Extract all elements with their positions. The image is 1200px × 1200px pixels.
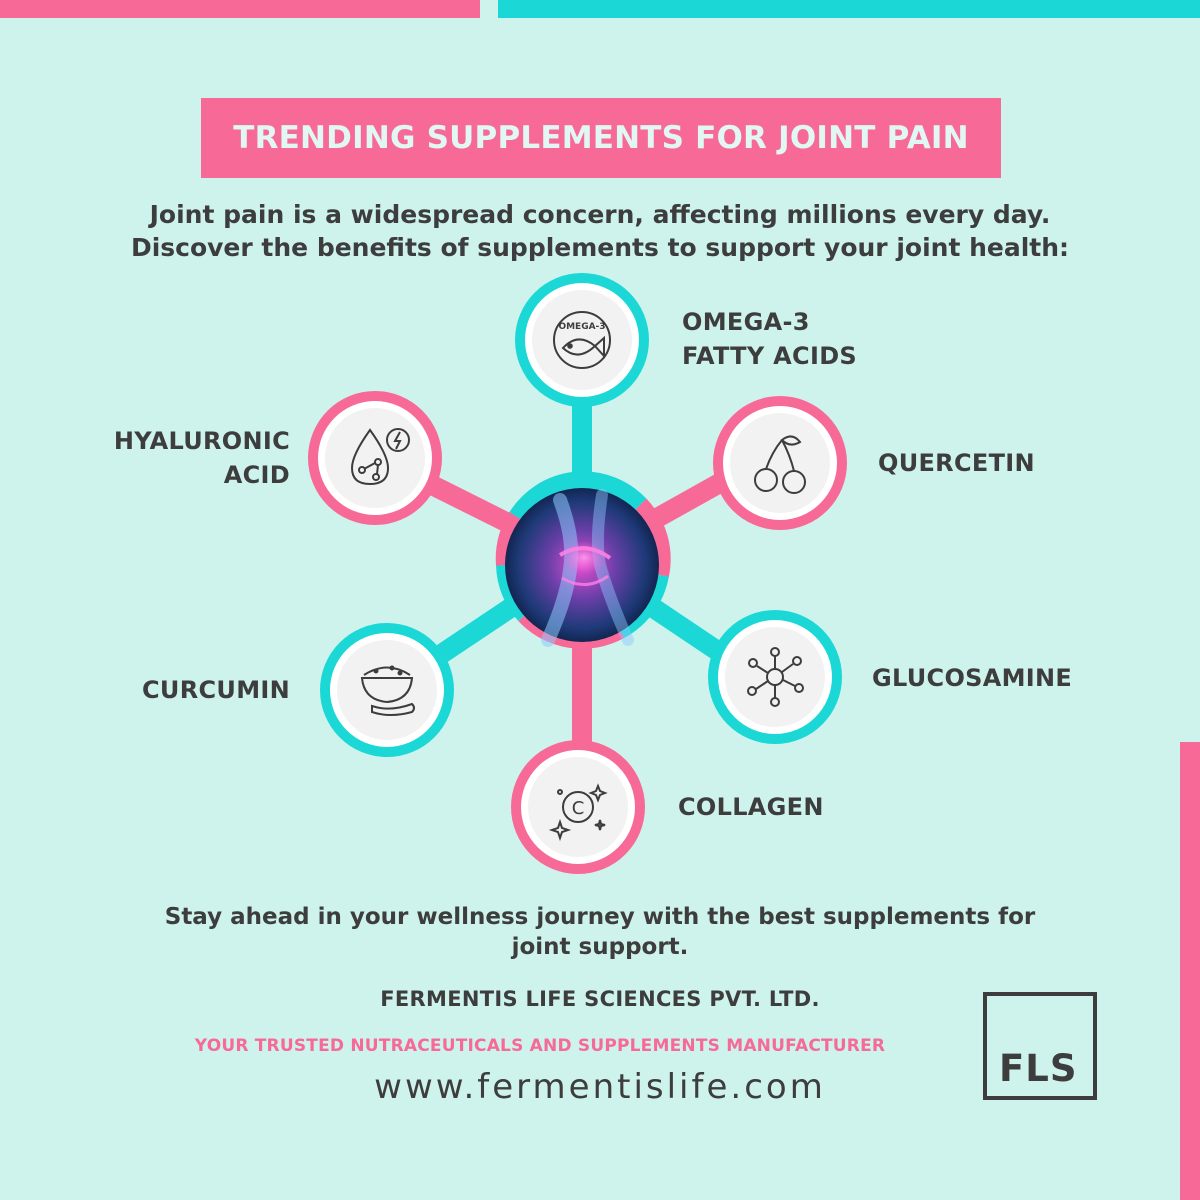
label-omega3: OMEGA-3 FATTY ACIDS bbox=[682, 308, 858, 370]
intro-line-1: Joint pain is a widespread concern, affe… bbox=[149, 200, 1051, 229]
label-quercetin: QUERCETIN bbox=[878, 449, 1035, 477]
hub-arc-pink-right bbox=[633, 498, 671, 577]
cherries-icon bbox=[754, 435, 806, 494]
label-glucosamine: GLUCOSAMINE bbox=[872, 664, 1073, 692]
hyaluronic-drop-icon bbox=[350, 428, 410, 486]
right-pink-bar bbox=[1180, 742, 1200, 1200]
collagen-sparkle-icon: C bbox=[548, 783, 608, 842]
top-teal-bar bbox=[498, 0, 1200, 18]
intro-line-2: Discover the benefits of supplements to … bbox=[130, 233, 1070, 262]
molecule-icon bbox=[747, 647, 804, 707]
tagline: YOUR TRUSTED NUTRACEUTICALS AND SUPPLEME… bbox=[194, 1036, 886, 1056]
hub-arc-teal-top bbox=[509, 471, 647, 523]
label-curcumin: CURCUMIN bbox=[142, 676, 290, 704]
node-collagen: C bbox=[511, 740, 645, 874]
node-glucosamine bbox=[708, 610, 842, 744]
omega-3-icon-text: OMEGA-3 bbox=[558, 322, 605, 332]
label-hyaluronic: HYALURONIC ACID bbox=[113, 427, 290, 489]
logo-text: FLS bbox=[999, 1047, 1078, 1090]
intro-text: Joint pain is a widespread concern, affe… bbox=[100, 198, 1100, 264]
omega-3-fish-icon: OMEGA-3 bbox=[553, 311, 611, 369]
outro-line-1: Stay ahead in your wellness journey with… bbox=[164, 904, 1036, 930]
node-omega3: OMEGA-3 bbox=[515, 273, 649, 407]
label-collagen: COLLAGEN bbox=[678, 793, 824, 821]
website-link[interactable]: www.fermentislife.com bbox=[374, 1067, 826, 1107]
knee-joint-image bbox=[505, 488, 659, 647]
company-name: FERMENTIS LIFE SCIENCES PVT. LTD. bbox=[380, 987, 820, 1011]
fls-logo: FLS bbox=[983, 992, 1097, 1100]
svg-text:C: C bbox=[572, 798, 585, 819]
node-quercetin bbox=[713, 396, 847, 530]
top-pink-bar bbox=[0, 0, 480, 18]
turmeric-bowl-icon bbox=[360, 665, 415, 716]
page-title: TRENDING SUPPLEMENTS FOR JOINT PAIN bbox=[233, 120, 969, 156]
hub-arc-pink-left bbox=[495, 512, 525, 566]
node-curcumin bbox=[320, 623, 454, 757]
title-banner: TRENDING SUPPLEMENTS FOR JOINT PAIN bbox=[201, 98, 1001, 178]
outro-line-2: joint support. bbox=[511, 934, 689, 960]
node-hyaluronic bbox=[308, 391, 442, 525]
outro-text: Stay ahead in your wellness journey with… bbox=[100, 902, 1100, 962]
